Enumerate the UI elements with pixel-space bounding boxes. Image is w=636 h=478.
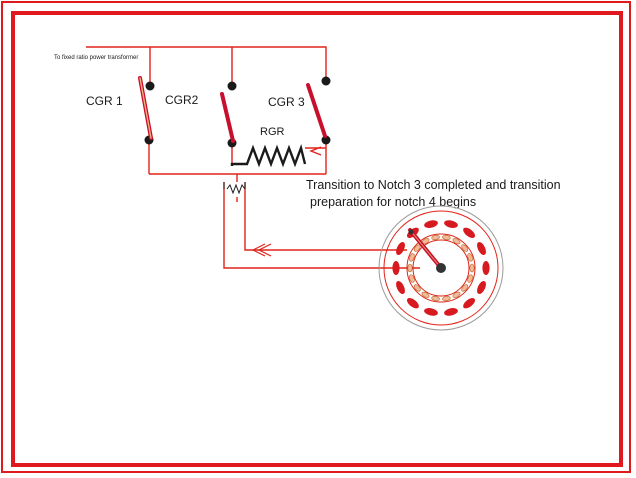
small-resistor-icon [223, 182, 246, 195]
inner-contact [442, 295, 451, 302]
switch-cgr2-icon [220, 81, 237, 148]
outer-contact [424, 308, 438, 316]
inner-contact [461, 284, 469, 292]
resistor-icon [230, 143, 326, 168]
source-label: To fixed ratio power transformer [54, 55, 138, 61]
outer-contact [406, 298, 419, 309]
inner-contact [421, 291, 430, 298]
inner-contact [452, 291, 461, 298]
inner-contact [407, 263, 413, 273]
inner-contact [469, 263, 475, 273]
inner-frame [11, 11, 623, 467]
inner-contact [409, 274, 415, 283]
inner-contact [461, 244, 469, 252]
cgr2-label: CGR2 [165, 93, 199, 107]
outer-contact [392, 261, 400, 275]
inner-contact [409, 253, 415, 262]
outer-contact [444, 220, 458, 228]
outer-contact [396, 242, 405, 255]
inner-contact [431, 295, 440, 302]
note-line-2: preparation for notch 4 begins [310, 195, 476, 209]
rgr-label: RGR [260, 126, 285, 138]
arrow-icon [251, 243, 272, 257]
inner-contact [442, 234, 451, 241]
cgr3-label: CGR 3 [268, 95, 305, 109]
outer-contact [463, 298, 476, 309]
inner-contact [467, 274, 473, 283]
outer-contact [424, 220, 438, 228]
outer-contact [477, 281, 486, 294]
outer-contact [463, 227, 476, 238]
outer-contact [482, 261, 490, 275]
outer-contact [477, 242, 486, 255]
inner-contact [467, 253, 473, 262]
note-line-1: Transition to Notch 3 completed and tran… [306, 178, 561, 192]
switch-cgr3-icon [306, 76, 331, 145]
inner-contact [452, 238, 461, 245]
cgr1-label: CGR 1 [86, 94, 123, 108]
outer-contact [444, 308, 458, 316]
tap-changer-icon [378, 205, 504, 331]
outer-contact [396, 281, 405, 294]
inner-contact [431, 234, 440, 241]
wiring [86, 46, 420, 269]
inner-contact [413, 284, 421, 292]
switch-cgr1-icon [138, 76, 155, 145]
